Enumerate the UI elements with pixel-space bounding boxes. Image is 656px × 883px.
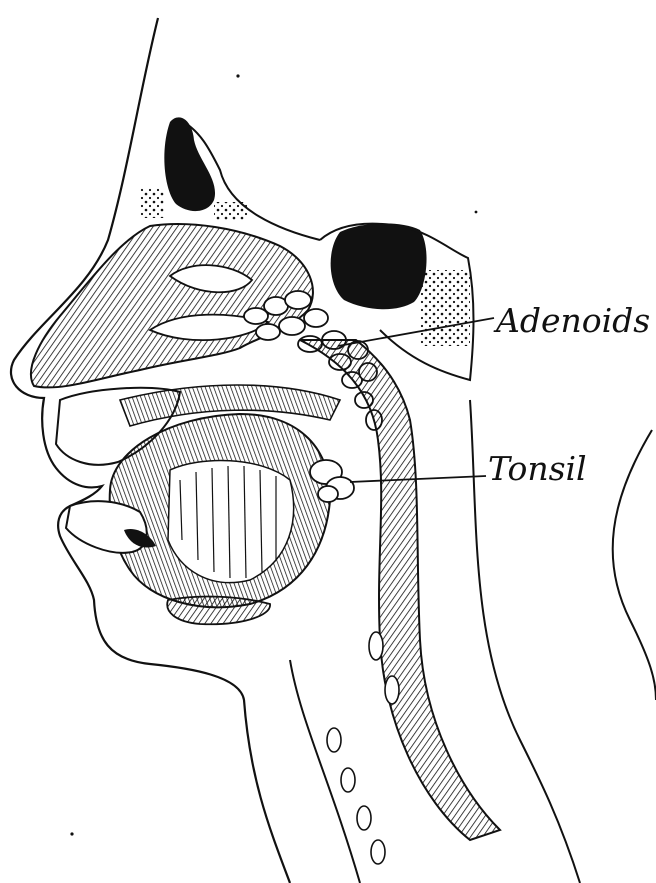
neck-back-outline — [613, 430, 656, 700]
sphenoid-bone-texture — [420, 270, 470, 346]
sphenoid-sinus — [331, 223, 427, 309]
hyoid-muscle — [167, 597, 270, 625]
tonsil-label: Tonsil — [488, 452, 587, 485]
print-speck — [475, 211, 478, 214]
adenoids-label: Adenoids — [496, 304, 650, 337]
print-speck — [70, 832, 73, 835]
tonsil-leader-line — [350, 476, 486, 482]
ethmoid-bone-texture — [140, 188, 164, 218]
frontal-sinus — [164, 117, 215, 211]
adenoids-leader-line — [338, 318, 494, 346]
print-speck — [236, 74, 239, 77]
lower-lip — [66, 501, 147, 553]
nasal-bone-texture — [214, 202, 248, 220]
